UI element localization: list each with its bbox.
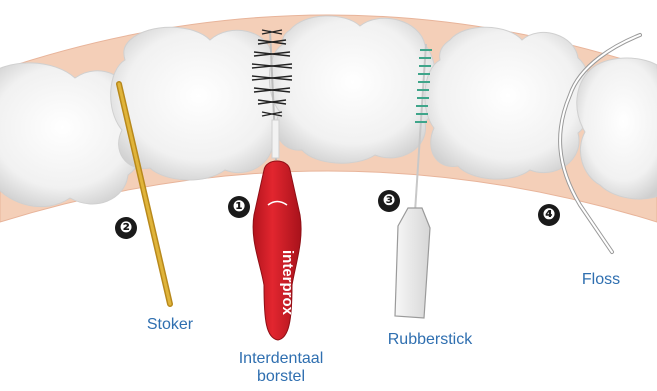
brush-brand: interprox <box>279 250 296 316</box>
label-interdentaal: Interdentaal <box>226 350 336 368</box>
label-borstel: borstel <box>226 368 336 386</box>
number-badge-3: ❸ <box>378 190 400 212</box>
number-badge-4: ❹ <box>538 204 560 226</box>
number-badge-1: ❶ <box>228 196 250 218</box>
rubber-stick-handle <box>395 208 430 318</box>
label-floss: Floss <box>576 271 626 289</box>
number-badge-2: ❷ <box>115 217 137 239</box>
label-interdentaal-borstel: Interdentaal borstel <box>226 350 336 386</box>
label-stoker: Stoker <box>140 316 200 334</box>
tooth-3 <box>269 16 436 163</box>
label-rubberstick: Rubberstick <box>380 331 480 349</box>
